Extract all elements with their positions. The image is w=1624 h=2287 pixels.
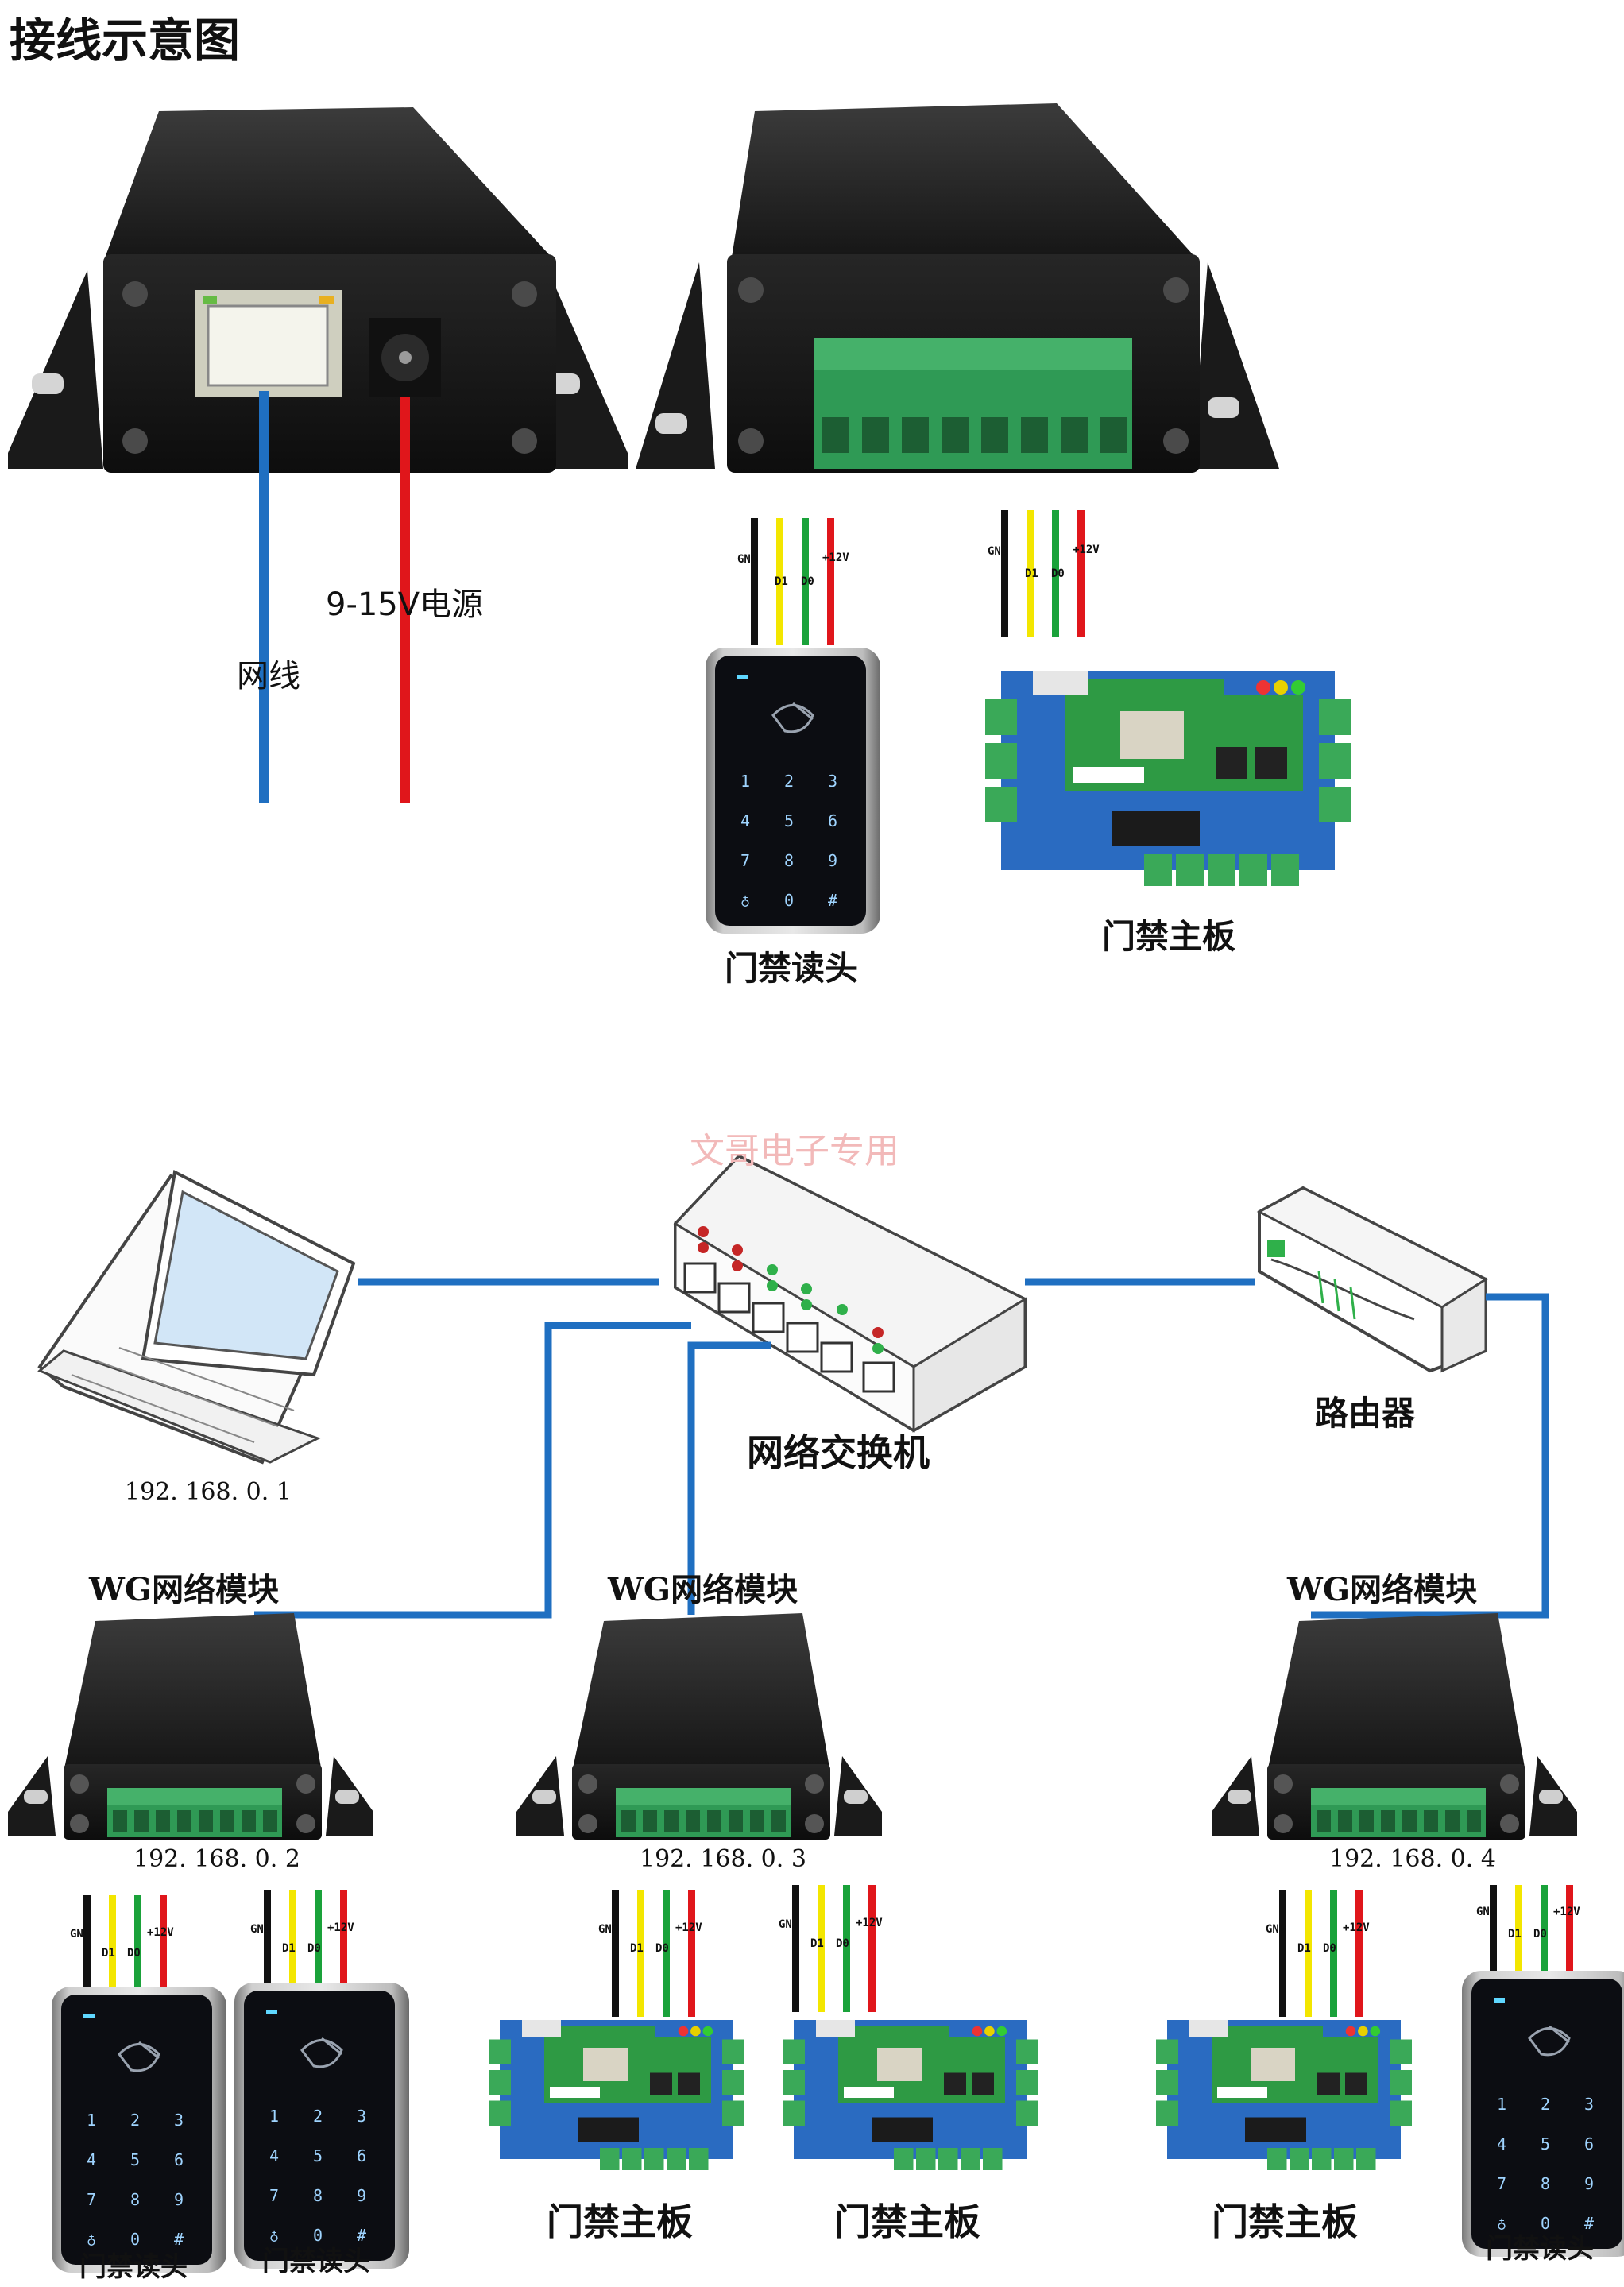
- wire-label-d1: D1: [775, 575, 788, 588]
- wire-label-d1: D1: [810, 1937, 824, 1950]
- wire-label-12v: +12V: [147, 1926, 174, 1939]
- controller-board-icon: [489, 2020, 744, 2170]
- reader-wire-bundle: [751, 518, 834, 645]
- page-title: 接线示意图: [10, 14, 241, 68]
- module-2-title: WG网络模块: [608, 1571, 798, 1608]
- link-switch-module-3: [687, 1341, 771, 1615]
- bottom-label-board-3: 门禁主板: [1212, 2200, 1358, 2243]
- wire-label-12v: +12V: [327, 1921, 354, 1934]
- wire-bundle: [612, 1890, 695, 2017]
- wire-bundle: [1279, 1890, 1363, 2017]
- wire-label-gnd: GND: [70, 1928, 90, 1941]
- wire-label-d0: D0: [655, 1942, 669, 1955]
- wire-label-d1: D1: [102, 1947, 115, 1960]
- bottom-label-board-1: 门禁主板: [547, 2200, 693, 2243]
- wire-label-d0: D0: [836, 1937, 849, 1950]
- wire-label-12v: +12V: [1343, 1921, 1370, 1934]
- card-reader-icon: [50, 1985, 228, 2274]
- bottom-label-reader-2: 门禁读头: [262, 2246, 370, 2277]
- terminal-block-icon: [814, 338, 1132, 469]
- wire-label-12v: +12V: [822, 551, 849, 564]
- wire-bundle: [792, 1885, 876, 2012]
- network-cable-line: [259, 391, 269, 803]
- wire-label-12v: +12V: [675, 1921, 702, 1934]
- wire-label-gnd: GND: [250, 1923, 270, 1936]
- wire-label-d0: D0: [1051, 567, 1065, 580]
- watermark-text: 文哥电子专用: [690, 1131, 899, 1171]
- switch-label: 网络交换机: [747, 1431, 930, 1474]
- wire-label-gnd: GND: [1476, 1906, 1496, 1918]
- wire-label-d0: D0: [307, 1942, 321, 1955]
- bottom-label-board-2: 门禁主板: [834, 2200, 980, 2243]
- wire-label-12v: +12V: [1073, 544, 1100, 556]
- module-1-ip: 192. 168. 0. 2: [133, 1845, 300, 1873]
- laptop-icon: [37, 1169, 356, 1465]
- switch-icon: [673, 1154, 1028, 1433]
- link-router-module-4: [1311, 1293, 1549, 1619]
- wire-label-d1: D1: [1025, 567, 1038, 580]
- card-reader-icon: [704, 646, 882, 935]
- network-links: [254, 1278, 1549, 1619]
- dc-jack-icon: [369, 318, 441, 397]
- router-label: 路由器: [1315, 1394, 1416, 1433]
- module-1-title: WG网络模块: [89, 1571, 280, 1608]
- wire-label-d1: D1: [1297, 1942, 1311, 1955]
- wire-label-12v: +12V: [856, 1917, 883, 1929]
- bottom-label-reader-1: 门禁读头: [79, 2251, 188, 2283]
- power-cable-line: [400, 397, 410, 803]
- module-3-title: WG网络模块: [1287, 1571, 1478, 1608]
- router-icon: [1256, 1186, 1489, 1373]
- network-cable-label: 网线: [237, 658, 300, 695]
- module-2-ip: 192. 168. 0. 3: [640, 1845, 806, 1873]
- wire-label-gnd: GND: [779, 1918, 798, 1931]
- network-module-terminal-side: [636, 103, 1279, 473]
- wire-label-d0: D0: [1323, 1942, 1336, 1955]
- link-switch-module-2: [254, 1322, 691, 1619]
- controller-board-icon: [783, 2020, 1038, 2170]
- card-reader-icon: [1460, 1969, 1624, 2258]
- reader-label: 门禁读头: [725, 949, 859, 988]
- wire-label-d0: D0: [1533, 1928, 1547, 1941]
- module-3-ip: 192. 168. 0. 4: [1329, 1845, 1496, 1873]
- controller-board-icon: [1156, 2020, 1412, 2170]
- wire-label-d1: D1: [282, 1942, 296, 1955]
- network-module-ethernet-side: [8, 107, 628, 473]
- board-label: 门禁主板: [1102, 917, 1236, 956]
- wire-label-d1: D1: [1508, 1928, 1522, 1941]
- wire-label-gnd: GND: [1266, 1923, 1286, 1936]
- laptop-ip-label: 192. 168. 0. 1: [125, 1478, 292, 1506]
- board-wire-bundle: [1001, 510, 1085, 637]
- wg-network-module-1: [8, 1613, 373, 1840]
- wg-network-module-2: [516, 1613, 882, 1840]
- wire-label-gnd: GND: [598, 1923, 618, 1936]
- bottom-label-reader-3: 门禁读头: [1486, 2233, 1594, 2265]
- wire-label-d0: D0: [801, 575, 814, 588]
- controller-board-icon: [985, 671, 1351, 886]
- wire-label-d0: D0: [127, 1947, 141, 1960]
- card-reader-icon: [233, 1981, 411, 2270]
- wire-label-gnd: GND: [737, 553, 757, 566]
- wire-label-12v: +12V: [1553, 1906, 1580, 1918]
- top-wire-labels: GND D1 D0 +12V GND D1 D0 +12V: [737, 544, 1100, 588]
- wg-network-module-3: [1212, 1613, 1577, 1840]
- wire-label-gnd: GND: [988, 545, 1007, 558]
- ethernet-port-icon: [195, 290, 342, 397]
- power-label: 9-15V电源: [326, 586, 484, 623]
- wire-label-d1: D1: [630, 1942, 644, 1955]
